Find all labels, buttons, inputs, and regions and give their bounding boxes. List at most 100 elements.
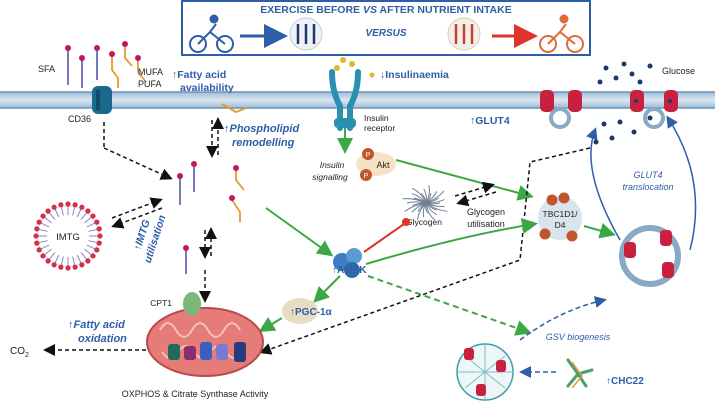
imtg-lipid-head (34, 240, 40, 246)
insulin-dot (369, 72, 375, 78)
imtg-lipid-head (58, 202, 64, 208)
akt-to-tbc-arrow (395, 159, 534, 201)
imtg-lipid-head (90, 253, 96, 259)
imtg-lipid-head (96, 240, 102, 246)
imtg-lipid-head (45, 208, 51, 214)
glut4-vesicle-icon (619, 225, 681, 287)
imtg-lipid-head (79, 262, 85, 268)
mufa-label: MUFA (138, 67, 163, 77)
fa-to-imtg-arrow (111, 207, 163, 229)
gsv-biogenesis-label: GSV biogenesis (546, 332, 611, 342)
imtg-lipid-head (33, 233, 39, 239)
imtg-lipid-tail (72, 206, 76, 216)
imtg-lipid-head (40, 213, 46, 219)
imtg-lipid-head (58, 264, 64, 270)
co2-label: CO2 (10, 346, 29, 359)
insulin-receptor-icon (329, 57, 361, 131)
insulin-receptor-label-2: receptor (364, 123, 395, 133)
gsv-vesicle-icon (456, 343, 514, 401)
inhibition-cap (402, 218, 410, 226)
glut4-transporters-icon (540, 90, 678, 129)
versus-label: VERSUS (365, 28, 406, 39)
fatty-acid-availability-label-2: availability (180, 82, 234, 94)
imtg-lipid-tail (86, 222, 96, 228)
imtg-label: IMTG (56, 232, 80, 243)
pufa-label: PUFA (138, 79, 162, 89)
glycogen-label: Glycogen (406, 217, 442, 227)
ampk-label: ↑AMPK (332, 265, 367, 276)
cd36-label: CD36 (68, 114, 91, 124)
glycogen-branch (425, 199, 445, 204)
imtg-lipid-head (72, 264, 78, 270)
phospholipid-tail (221, 103, 247, 114)
ampk-inhibits-glycogen (363, 223, 405, 253)
imtg-lipid-tail (44, 216, 52, 224)
imtg-lipid-tail (80, 252, 88, 260)
fa-oxidation-label-2: oxidation (78, 333, 127, 345)
sfa-label: SFA (38, 64, 55, 74)
ampk-to-pgc-arrow (313, 275, 341, 303)
imtg-lipid-head (36, 247, 42, 253)
imtg-lipid-tail (84, 216, 92, 224)
cpt1-label: CPT1 (150, 298, 172, 308)
pgc1a-label: ↑PGC-1α (290, 307, 333, 318)
tbc-label-2: D4 (555, 220, 566, 230)
cyclist-blue-icon (189, 14, 234, 53)
imtg-lipid-head (36, 219, 42, 225)
imtg-lipid-tail (44, 248, 52, 256)
imtg-lipid-tail (76, 208, 82, 218)
imtg-lipid-tail (54, 208, 60, 218)
imtg-lipid-head (34, 226, 40, 232)
imtg-lipid-tail (38, 228, 48, 232)
glut4-label: ↑GLUT4 (470, 115, 510, 127)
glut4-translocation-label: GLUT4 (633, 170, 662, 180)
mitochondrion-icon (146, 292, 264, 377)
imtg-lipid-head (45, 258, 51, 264)
cyclist-orange-icon (539, 14, 584, 53)
glucose-molecules (593, 61, 653, 145)
insulin-receptor-label: Insulin (364, 113, 389, 123)
imtg-lipid-head (79, 204, 85, 210)
pgc1a-icon (282, 298, 318, 324)
akt-phospho-1: P (366, 152, 371, 159)
glut4-translocation-label-2: translocation (622, 182, 673, 192)
glucose-label: Glucose (662, 66, 695, 76)
imtg-lipid-tail (88, 228, 98, 232)
fa-to-ampk-arrow (265, 207, 334, 257)
imtg-lipid-tail (88, 240, 98, 244)
imtg-lipid-head (85, 258, 91, 264)
imtg-lipid-tail (54, 254, 60, 264)
imtg-lipid-head (94, 219, 100, 225)
imtg-lipid-head (85, 208, 91, 214)
cd36-transporter-icon (92, 86, 112, 114)
insulin-signalling-label-2: signalling (312, 172, 348, 182)
imtg-lipid-head (72, 202, 78, 208)
ampk-to-tbc-arrow (365, 218, 538, 265)
imtg-lipid-head (90, 213, 96, 219)
glycogen-utilisation-label: Glycogen (467, 207, 505, 217)
imtg-lipid-tail (72, 256, 76, 266)
phospholipid-label: ↑Phospholipid (224, 123, 299, 135)
glycogen-icon (402, 185, 448, 221)
plate-icon-right (447, 17, 481, 51)
imtg-lipid-head (97, 233, 103, 239)
phospholipid-label-2: remodelling (232, 137, 295, 149)
banner: EXERCISE BEFORE VS AFTER NUTRIENT INTAKE… (181, 0, 591, 56)
plate-icon-left (289, 17, 323, 51)
imtg-lipid-tail (84, 248, 92, 256)
tbc-to-glut4-vesicle-arrow (583, 223, 616, 239)
imtg-lipid-tail (48, 252, 56, 260)
tbc1d1-d4-icon (538, 192, 582, 242)
cd36-to-fa-arrow (103, 147, 173, 180)
imtg-lipid-head (96, 226, 102, 232)
imtg-lipid-head (51, 204, 57, 210)
imtg-lipid-tail (40, 222, 50, 228)
imtg-droplet-icon (33, 201, 103, 271)
ampk-icon (333, 248, 362, 278)
imtg-lipid-tail (48, 212, 56, 220)
imtg-lipid-tail (40, 244, 50, 250)
chc22-icon (566, 358, 594, 389)
imtg-to-fa-arrow (111, 197, 163, 219)
ampk-to-gsv-arrow (367, 275, 532, 336)
